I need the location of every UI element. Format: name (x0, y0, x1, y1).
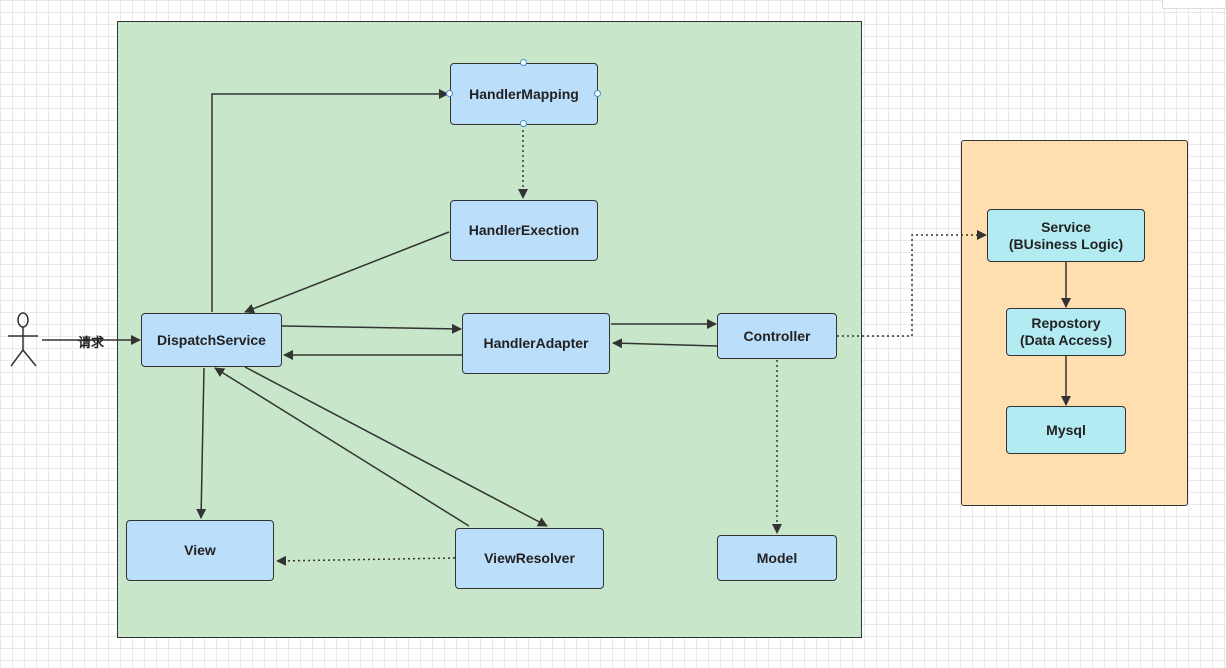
handler-exection-node[interactable]: HandlerExection (450, 200, 598, 261)
view-resolver-label: ViewResolver (484, 550, 575, 566)
view-label: View (184, 542, 216, 558)
view-resolver-node[interactable]: ViewResolver (455, 528, 604, 589)
handler-adapter-node[interactable]: HandlerAdapter (462, 313, 610, 374)
selection-handle-left[interactable] (446, 90, 453, 97)
edge-dispatch-to-view (196, 367, 207, 519)
repository-label: Repostory (Data Access) (1019, 315, 1113, 348)
edge-dispatch-to-viewresolver (244, 366, 548, 527)
service-node[interactable]: Service (BUsiness Logic) (987, 209, 1145, 262)
edge-dispatch-to-handleradapter (281, 323, 462, 334)
edge-controller-to-handleradapter (612, 338, 718, 349)
selection-handle-top[interactable] (520, 59, 527, 66)
handler-exection-label: HandlerExection (468, 222, 580, 238)
selection-handle-bottom[interactable] (520, 120, 527, 127)
handler-mapping-label: HandlerMapping (469, 85, 579, 102)
edge-dispatch-to-handlermapping (211, 89, 449, 312)
handler-mapping-node[interactable]: HandlerMapping (450, 63, 598, 125)
actor-request-label: 请求 (78, 335, 105, 350)
edge-controller-to-service (837, 230, 987, 337)
handler-adapter-label: HandlerAdapter (483, 335, 589, 351)
service-label: Service (BUsiness Logic) (1008, 218, 1124, 252)
repository-node[interactable]: Repostory (Data Access) (1006, 308, 1126, 356)
dispatch-service-node[interactable]: DispatchService (141, 313, 282, 367)
actor-icon (8, 312, 38, 367)
edge-viewresolver-to-dispatch (214, 367, 470, 527)
edge-viewresolver-to-view (276, 555, 456, 566)
selection-handle-right[interactable] (594, 90, 601, 97)
controller-label: Controller (743, 327, 811, 344)
model-node[interactable]: Model (717, 535, 837, 581)
edge-handlerexection-to-dispatch (244, 231, 450, 314)
view-node[interactable]: View (126, 520, 274, 581)
controller-node[interactable]: Controller (717, 313, 837, 359)
mysql-label: Mysql (1046, 421, 1086, 438)
dispatch-service-label: DispatchService (157, 331, 266, 348)
mysql-node[interactable]: Mysql (1006, 406, 1126, 454)
model-label: Model (756, 549, 798, 566)
